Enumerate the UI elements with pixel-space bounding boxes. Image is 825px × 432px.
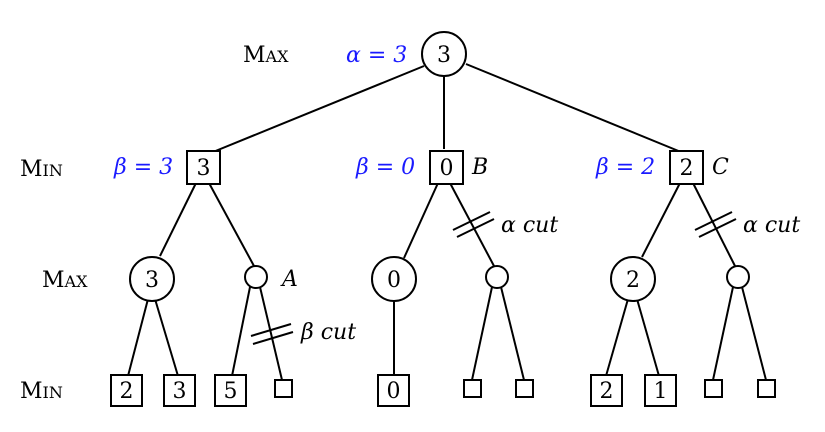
leaf-node-5: 0 bbox=[377, 374, 410, 407]
middle-min-node: 0 bbox=[429, 150, 464, 185]
edge-left-ll bbox=[159, 182, 197, 257]
level-label-min-upper: MIN bbox=[20, 157, 63, 182]
leaf-node-9: 1 bbox=[644, 374, 677, 407]
alpha-cut-mark-right bbox=[694, 211, 737, 238]
edge-right-rr bbox=[692, 182, 736, 267]
middle-min-label-b: B bbox=[471, 155, 488, 180]
max-lr-label-a: A bbox=[280, 267, 298, 292]
svg-text:2: 2 bbox=[120, 379, 134, 404]
max-node-ml: 0 bbox=[371, 256, 417, 302]
edge-root-left bbox=[212, 65, 425, 153]
edge-left-lr bbox=[208, 182, 255, 267]
max-node-rl: 2 bbox=[610, 256, 656, 302]
svg-text:2: 2 bbox=[600, 379, 614, 404]
alpha-cut-mark-middle bbox=[452, 211, 495, 238]
edge-lr-leaf3 bbox=[231, 286, 251, 377]
alpha-cut-label-middle: α cut bbox=[501, 213, 558, 238]
svg-text:0: 0 bbox=[387, 379, 401, 404]
leaf-node-2: 3 bbox=[163, 374, 196, 407]
svg-text:0: 0 bbox=[387, 268, 401, 293]
svg-text:5: 5 bbox=[224, 379, 238, 404]
edge-rr-leaf11 bbox=[741, 286, 767, 381]
max-node-lr bbox=[244, 265, 268, 289]
leaf-node-6 bbox=[463, 379, 482, 398]
right-min-label-c: C bbox=[712, 155, 729, 180]
leaf-node-4 bbox=[274, 379, 293, 398]
edge-ll-leaf2 bbox=[154, 298, 179, 377]
leaf-node-10 bbox=[704, 379, 723, 398]
middle-min-beta-annotation: β = 0 bbox=[355, 155, 415, 180]
leaf-node-3: 5 bbox=[214, 374, 247, 407]
leaf-node-8: 2 bbox=[590, 374, 623, 407]
leaf-node-1: 2 bbox=[110, 374, 143, 407]
leaf-node-11 bbox=[757, 379, 776, 398]
right-min-node: 2 bbox=[669, 150, 704, 185]
edge-right-rl bbox=[641, 182, 681, 258]
left-min-value: 3 bbox=[197, 156, 211, 181]
edge-mr-leaf7 bbox=[500, 286, 525, 381]
beta-cut-mark bbox=[250, 323, 294, 345]
edge-middle-ml bbox=[403, 182, 439, 259]
alpha-cut-label-right: α cut bbox=[743, 213, 800, 238]
edge-mr-leaf6 bbox=[471, 286, 493, 381]
leaf-node-7 bbox=[515, 379, 534, 398]
edge-rl-leaf8 bbox=[605, 298, 629, 377]
edge-lr-leaf4 bbox=[259, 286, 283, 381]
edge-root-right bbox=[465, 63, 682, 153]
level-label-max-lower: MAX bbox=[42, 268, 88, 293]
tree-edges bbox=[127, 63, 767, 381]
middle-min-value: 0 bbox=[440, 156, 454, 181]
beta-cut-label: β cut bbox=[300, 320, 356, 345]
level-label-max-top: MAX bbox=[243, 43, 289, 68]
svg-text:2: 2 bbox=[626, 268, 640, 293]
level-label-min-bottom: MIN bbox=[20, 379, 63, 404]
max-node-rr bbox=[726, 265, 750, 289]
edge-ll-leaf1 bbox=[127, 298, 149, 377]
right-min-beta-annotation: β = 2 bbox=[595, 155, 655, 180]
svg-text:3: 3 bbox=[173, 379, 187, 404]
root-alpha-annotation: α = 3 bbox=[346, 43, 407, 68]
left-min-beta-annotation: β = 3 bbox=[113, 155, 173, 180]
left-min-node: 3 bbox=[186, 150, 221, 185]
root-max-node: 3 bbox=[421, 31, 467, 77]
max-node-ll: 3 bbox=[129, 256, 175, 302]
root-value: 3 bbox=[437, 43, 451, 68]
edge-rl-leaf9 bbox=[636, 298, 660, 377]
svg-text:3: 3 bbox=[145, 268, 159, 293]
svg-text:1: 1 bbox=[654, 379, 668, 404]
right-min-value: 2 bbox=[680, 156, 694, 181]
max-node-mr bbox=[485, 265, 509, 289]
edge-middle-mr bbox=[449, 182, 495, 267]
edge-rr-leaf10 bbox=[712, 286, 734, 381]
